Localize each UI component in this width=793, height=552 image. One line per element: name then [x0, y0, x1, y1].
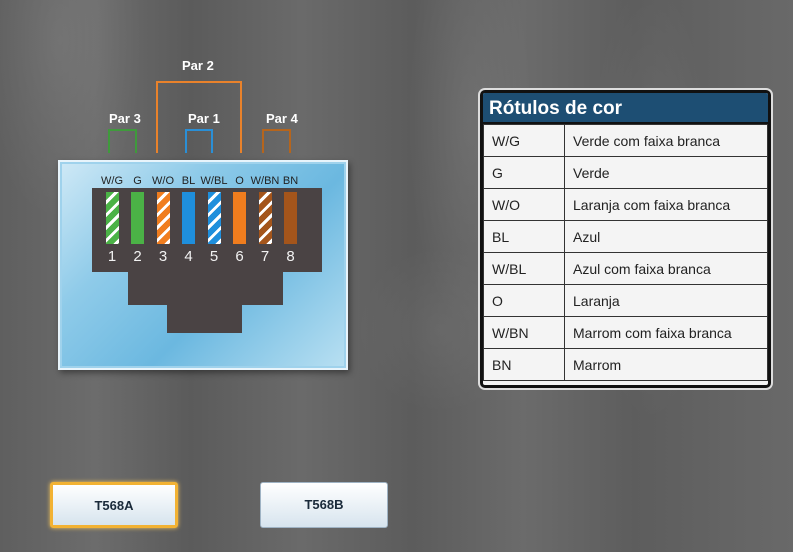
pin-number-4: 4	[184, 248, 193, 265]
wire-label-1: W/G	[101, 175, 123, 187]
pin-number-1: 1	[107, 248, 117, 265]
legend-code: BL	[483, 220, 565, 253]
pair-1-bracket	[185, 129, 213, 153]
pin-number-7: 7	[260, 248, 270, 265]
t568a-button[interactable]: T568A	[50, 482, 178, 528]
pair-4-bracket	[262, 129, 291, 153]
legend-color-name: Azul com faixa branca	[564, 252, 768, 285]
pin-number-2: 2	[133, 248, 142, 265]
pair-4-label: Par 4	[266, 111, 298, 126]
wire-label-3: W/O	[152, 175, 174, 187]
legend-color-name: Azul	[564, 220, 768, 253]
legend-code: G	[483, 156, 565, 189]
wire-6	[233, 192, 246, 244]
wire-7	[258, 192, 272, 244]
wire-3	[156, 192, 170, 244]
legend-code: W/G	[483, 124, 565, 157]
wire-1	[105, 192, 119, 244]
pin-number-3: 3	[158, 248, 168, 265]
pair-2-label: Par 2	[182, 58, 214, 73]
wire-label-4: BL	[181, 175, 196, 187]
legend-code: BN	[483, 348, 565, 381]
wire-label-8: BN	[282, 175, 299, 187]
pair-3-label: Par 3	[109, 111, 141, 126]
wire-label-6: O	[235, 175, 244, 187]
legend-color-name: Marrom com faixa branca	[564, 316, 768, 349]
pair-3-bracket	[108, 129, 137, 153]
legend-title: Rótulos de cor	[483, 93, 768, 124]
t568b-button[interactable]: T568B	[260, 482, 388, 528]
legend-color-name: Verde com faixa branca	[564, 124, 768, 157]
wire-8	[284, 192, 297, 244]
legend-color-name: Marrom	[564, 348, 768, 381]
legend-color-name: Laranja com faixa branca	[564, 188, 768, 221]
pair-1-label: Par 1	[188, 111, 220, 126]
wire-5	[207, 192, 221, 244]
legend-color-name: Verde	[564, 156, 768, 189]
legend-code: W/BL	[483, 252, 565, 285]
wire-label-7: W/BN	[250, 175, 280, 187]
legend-code: W/O	[483, 188, 565, 221]
pin-number-5: 5	[209, 248, 219, 265]
pair-2-bracket	[156, 81, 242, 153]
wire-label-2: G	[133, 175, 142, 187]
wire-label-5: W/BL	[200, 175, 228, 187]
wire-4	[182, 192, 195, 244]
pin-number-6: 6	[235, 248, 244, 265]
pin-number-8: 8	[286, 248, 295, 265]
legend-code: O	[483, 284, 565, 317]
wire-2	[131, 192, 144, 244]
legend-code: W/BN	[483, 316, 565, 349]
legend-color-name: Laranja	[564, 284, 768, 317]
